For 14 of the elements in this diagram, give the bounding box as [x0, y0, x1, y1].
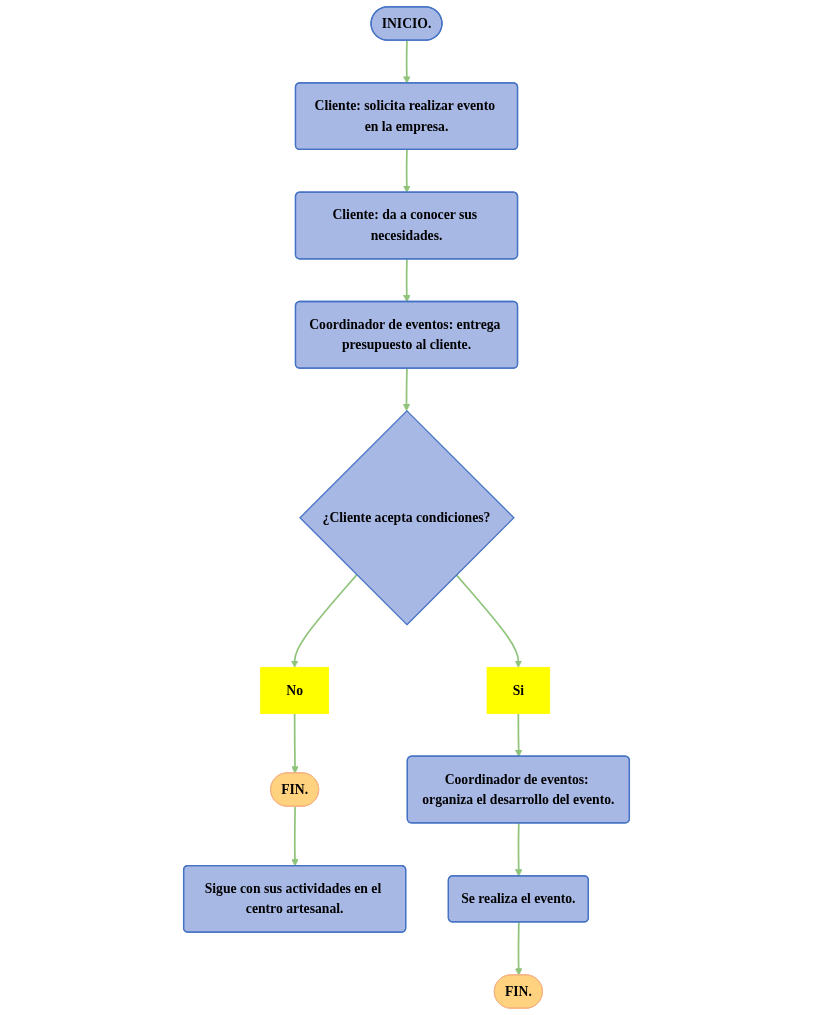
arrow	[403, 39, 411, 84]
arrow	[514, 822, 523, 877]
arrow	[403, 258, 411, 303]
arrow	[514, 921, 523, 976]
arrow	[402, 367, 411, 412]
arrow	[403, 149, 411, 193]
arrow	[291, 712, 299, 774]
arrow	[290, 574, 358, 668]
node-box: Si	[486, 666, 551, 714]
arrow	[514, 712, 523, 757]
arrow	[455, 574, 523, 668]
node-diamond: ¿Cliente acepta condiciones?	[299, 409, 515, 626]
arrow	[291, 805, 299, 867]
node-box: No	[260, 666, 330, 714]
